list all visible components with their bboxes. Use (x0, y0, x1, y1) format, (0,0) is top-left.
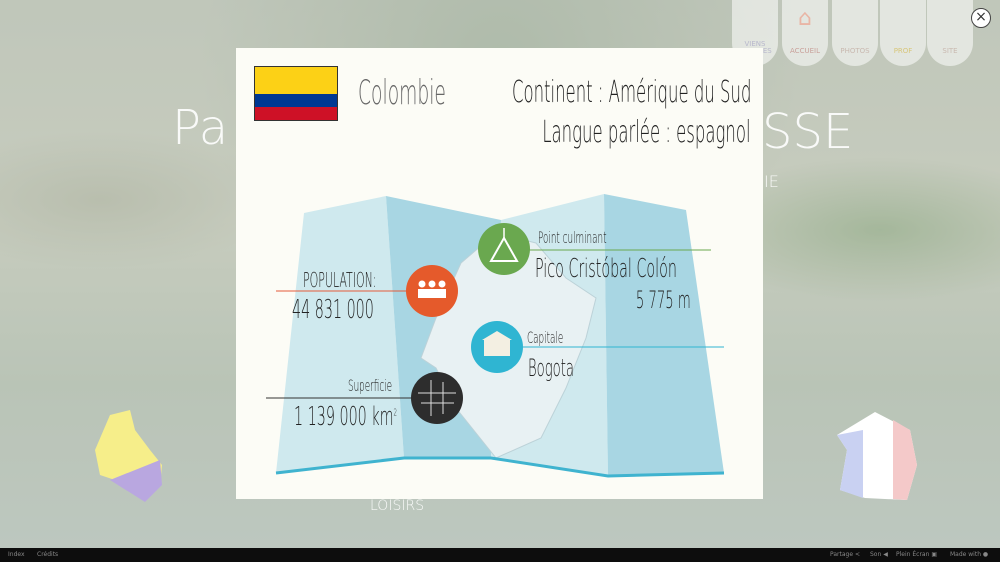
map-bottom-edge (275, 456, 725, 478)
share-icon: < (854, 551, 860, 558)
map-panel (276, 196, 404, 473)
background-subtitle: IE (764, 172, 779, 191)
fullscreen-label: Plein Écran (896, 551, 930, 558)
footer-made-with-link[interactable]: Made with ● (950, 548, 988, 562)
nav-accueil[interactable]: ⌂ ACCUEIL (782, 0, 828, 66)
language-text: Langue parlée : espagnol (542, 115, 751, 150)
area-value: 1 139 000 km2 (294, 404, 397, 430)
nav-label: PROF (893, 47, 913, 56)
nav-site[interactable]: SITE (927, 0, 973, 66)
peak-name: Pico Cristóbal Colón (535, 254, 677, 284)
home-icon: ⌂ (798, 6, 812, 31)
nav-label: ACCUEIL (790, 47, 820, 56)
fullscreen-icon: ▣ (931, 551, 937, 558)
background-loisirs: LOISIRS (370, 498, 425, 514)
area-number: 1 139 000 km (294, 402, 394, 432)
footer-share-button[interactable]: Partage < (830, 548, 860, 562)
peak-label: Point culminant (538, 228, 607, 247)
area-roads-icon (411, 372, 463, 424)
colombia-silhouette-icon[interactable] (90, 410, 165, 505)
map-panel (604, 194, 724, 476)
genially-logo-icon: ● (982, 551, 989, 558)
area-label: Superficie (348, 376, 393, 395)
country-name: Colombie (358, 73, 446, 113)
footer-fullscreen-button[interactable]: Plein Écran ▣ (896, 548, 937, 562)
peak-height: 5 775 m (636, 286, 691, 314)
france-silhouette-icon[interactable] (835, 410, 920, 505)
footer-credits-link[interactable]: Crédits (37, 551, 59, 558)
footer-index-link[interactable]: Index (8, 551, 25, 558)
country-card-modal: Colombie Continent : Amérique du Sud Lan… (236, 48, 763, 499)
nav-photos[interactable]: PHOTOS (832, 0, 878, 66)
nav-label: PHOTOS (840, 47, 870, 56)
speaker-icon: ◀ (883, 551, 888, 558)
close-button[interactable]: × (971, 8, 991, 28)
continent-text: Continent : Amérique du Sud (511, 75, 751, 110)
share-label: Partage (830, 551, 854, 558)
footer-sound-button[interactable]: Son ◀ (870, 548, 888, 562)
area-unit-sup: 2 (393, 407, 398, 419)
made-with-label: Made with (950, 551, 981, 558)
population-label: POPULATION: (303, 268, 377, 292)
folded-map (266, 194, 725, 478)
capital-value: Bogota (528, 354, 574, 382)
background-title-right: SSE (762, 104, 854, 160)
nav-prof[interactable]: PROF (880, 0, 926, 66)
footer-bar: Index Crédits Partage < Son ◀ Plein Écra… (0, 548, 1000, 562)
sound-label: Son (870, 551, 882, 558)
colombia-flag (254, 66, 338, 121)
capital-label: Capitale (527, 328, 564, 347)
background-title-left: Pa (172, 100, 229, 156)
nav-label: SITE (942, 47, 958, 56)
population-value: 44 831 000 (292, 295, 374, 325)
